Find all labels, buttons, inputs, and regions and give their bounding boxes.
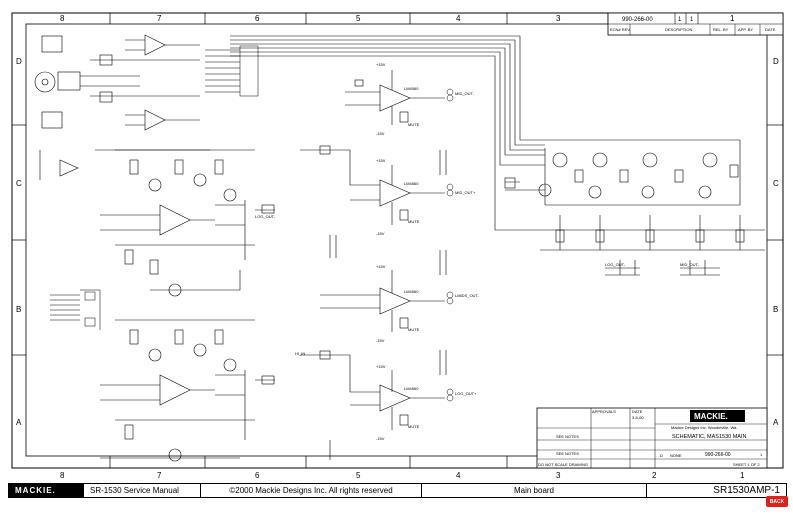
manual-footer: MACKIE. SR-1530 Service Manual ©2000 Mac… [8,483,787,498]
sheet-count: SHEET 1 OF 2 [733,462,760,467]
label-vminus-3: -15V [376,338,385,343]
label-ic-4: LM4560 [404,386,419,391]
signal-bus [230,35,765,231]
label-mid-out-plus: MID_OUT+ [455,190,476,195]
zone-left-c: C [16,179,22,188]
zone-top-5: 5 [356,14,361,23]
zone-left-b: B [16,305,21,314]
rev-dwg-no: 990-266-00 [622,17,653,23]
footer-logo: MACKIE. [9,484,84,497]
footer-manual-title: SR-1530 Service Manual [84,484,201,497]
label-mute-4: MUTE [408,424,420,429]
label-lo-out: LOG_OUT+ [455,391,477,396]
zone-top-6: 6 [255,14,260,23]
rev-sheet: 1 [690,17,694,23]
footer-copyright: ©2000 Mackie Designs Inc. All rights res… [201,484,422,497]
opamp-column [300,70,447,460]
opamp-outputs [446,88,454,402]
zone-labels: 8 7 6 5 4 3 1 8 7 6 5 4 3 2 1 D C B A D … [16,14,779,480]
label-vminus-1: -15V [376,131,385,136]
label-mid-out-minus: MID_OUT- [455,91,475,96]
footer-section: Main board [422,484,647,497]
revision-block [607,12,784,36]
title-block [536,407,768,469]
back-button[interactable]: BACK [766,496,788,507]
see-notes-1: SEE NOTES [556,434,579,439]
zone-bottom-7: 7 [157,471,162,480]
label-vplus-2: +15V [376,158,386,163]
zone-bottom-1: 1 [740,471,745,480]
date-value: 3-5-00 [632,415,644,420]
amp-channel-lower [100,319,275,462]
rev-header-date: DATE [765,27,776,32]
title-logo: MACKIE. [694,412,728,421]
zone-left-a: A [16,418,22,427]
connector-k3 [205,45,259,97]
zone-bottom-6: 6 [255,471,260,480]
zone-left-d: D [16,57,22,66]
title-dwg-no: 990-266-00 [705,452,731,458]
outer-border [11,12,784,469]
label-vminus-2: -15V [376,231,385,236]
label-ic-2: LM4560 [404,181,419,186]
scale-value: NONE [670,453,682,458]
title-rev: 1 [760,452,763,457]
zone-top-4: 4 [456,14,461,23]
rev-rev: 1 [678,17,682,23]
zone-right-b: B [773,305,778,314]
approvals-label: APPROVALS [592,409,616,414]
schematic-text: MID_OUT- MID_OUT+ LMIDS_OUT- LOG_OUT+ HI… [255,62,700,441]
label-right-mid-out: MID_OUT- [680,262,700,267]
footer-page-id: SR1530AMP-1 [713,485,780,496]
zone-bottom-2: 2 [652,471,657,480]
rev-header-app: APP. BY [738,27,753,32]
label-right-log-out: LOG_OUT- [605,262,626,267]
rev-header-ecn: ECN# REV [610,27,630,32]
rev-header-rel: REL. BY [713,27,729,32]
label-ic-1: LM4560 [404,86,419,91]
label-vminus-4: -15V [376,436,385,441]
zone-bottom-5: 5 [356,471,361,480]
zone-right-c: C [773,179,779,188]
input-stage [34,34,210,180]
label-ic-3: LM4560 [404,289,419,294]
rev-header-description: DESCRIPTION [665,27,692,32]
connector-k2 [50,289,101,330]
inner-border [25,23,768,457]
transistor-block [504,139,765,275]
zone-top-7: 7 [157,14,162,23]
zone-bottom-3: 3 [556,471,561,480]
date-label: DATE [632,409,643,414]
zone-right-a: A [773,418,779,427]
title-block-text: MACKIE. Mackie Designs Inc. Woodinville,… [538,409,763,467]
size-value: D [660,453,663,458]
right-outputs [605,267,720,276]
label-vplus-1: +15V [376,62,386,67]
zone-top-1: 1 [730,14,735,23]
do-not-scale: DO NOT SCALE DRAWING [538,462,588,467]
company-line: Mackie Designs Inc. Woodinville, Wa. [671,425,737,430]
see-notes-2: SEE NOTES [556,451,579,456]
label-mute-3: MUTE [408,327,420,332]
zone-top-3: 3 [556,14,561,23]
label-hi-in: HI_IN [295,351,305,356]
zone-bottom-4: 4 [456,471,461,480]
label-mute-2: MUTE [408,219,420,224]
label-vplus-4: +15V [376,364,386,369]
label-lmids-out: LMIDS_OUT- [455,293,480,298]
drawing-title: SCHEMATIC, MAS1530 MAIN [672,434,746,440]
amp-channel-upper [100,149,275,297]
zone-bottom-8: 8 [60,471,65,480]
label-mute-1: MUTE [408,122,420,127]
zone-top-8: 8 [60,14,65,23]
revision-text: 990-266-00 1 1 ECN# REV DESCRIPTION REL.… [610,17,776,32]
zone-right-d: D [773,57,779,66]
label-vplus-3: +15V [376,264,386,269]
label-log-out: LOG_OUT- [255,214,276,219]
mackie-logo-block [690,410,745,422]
